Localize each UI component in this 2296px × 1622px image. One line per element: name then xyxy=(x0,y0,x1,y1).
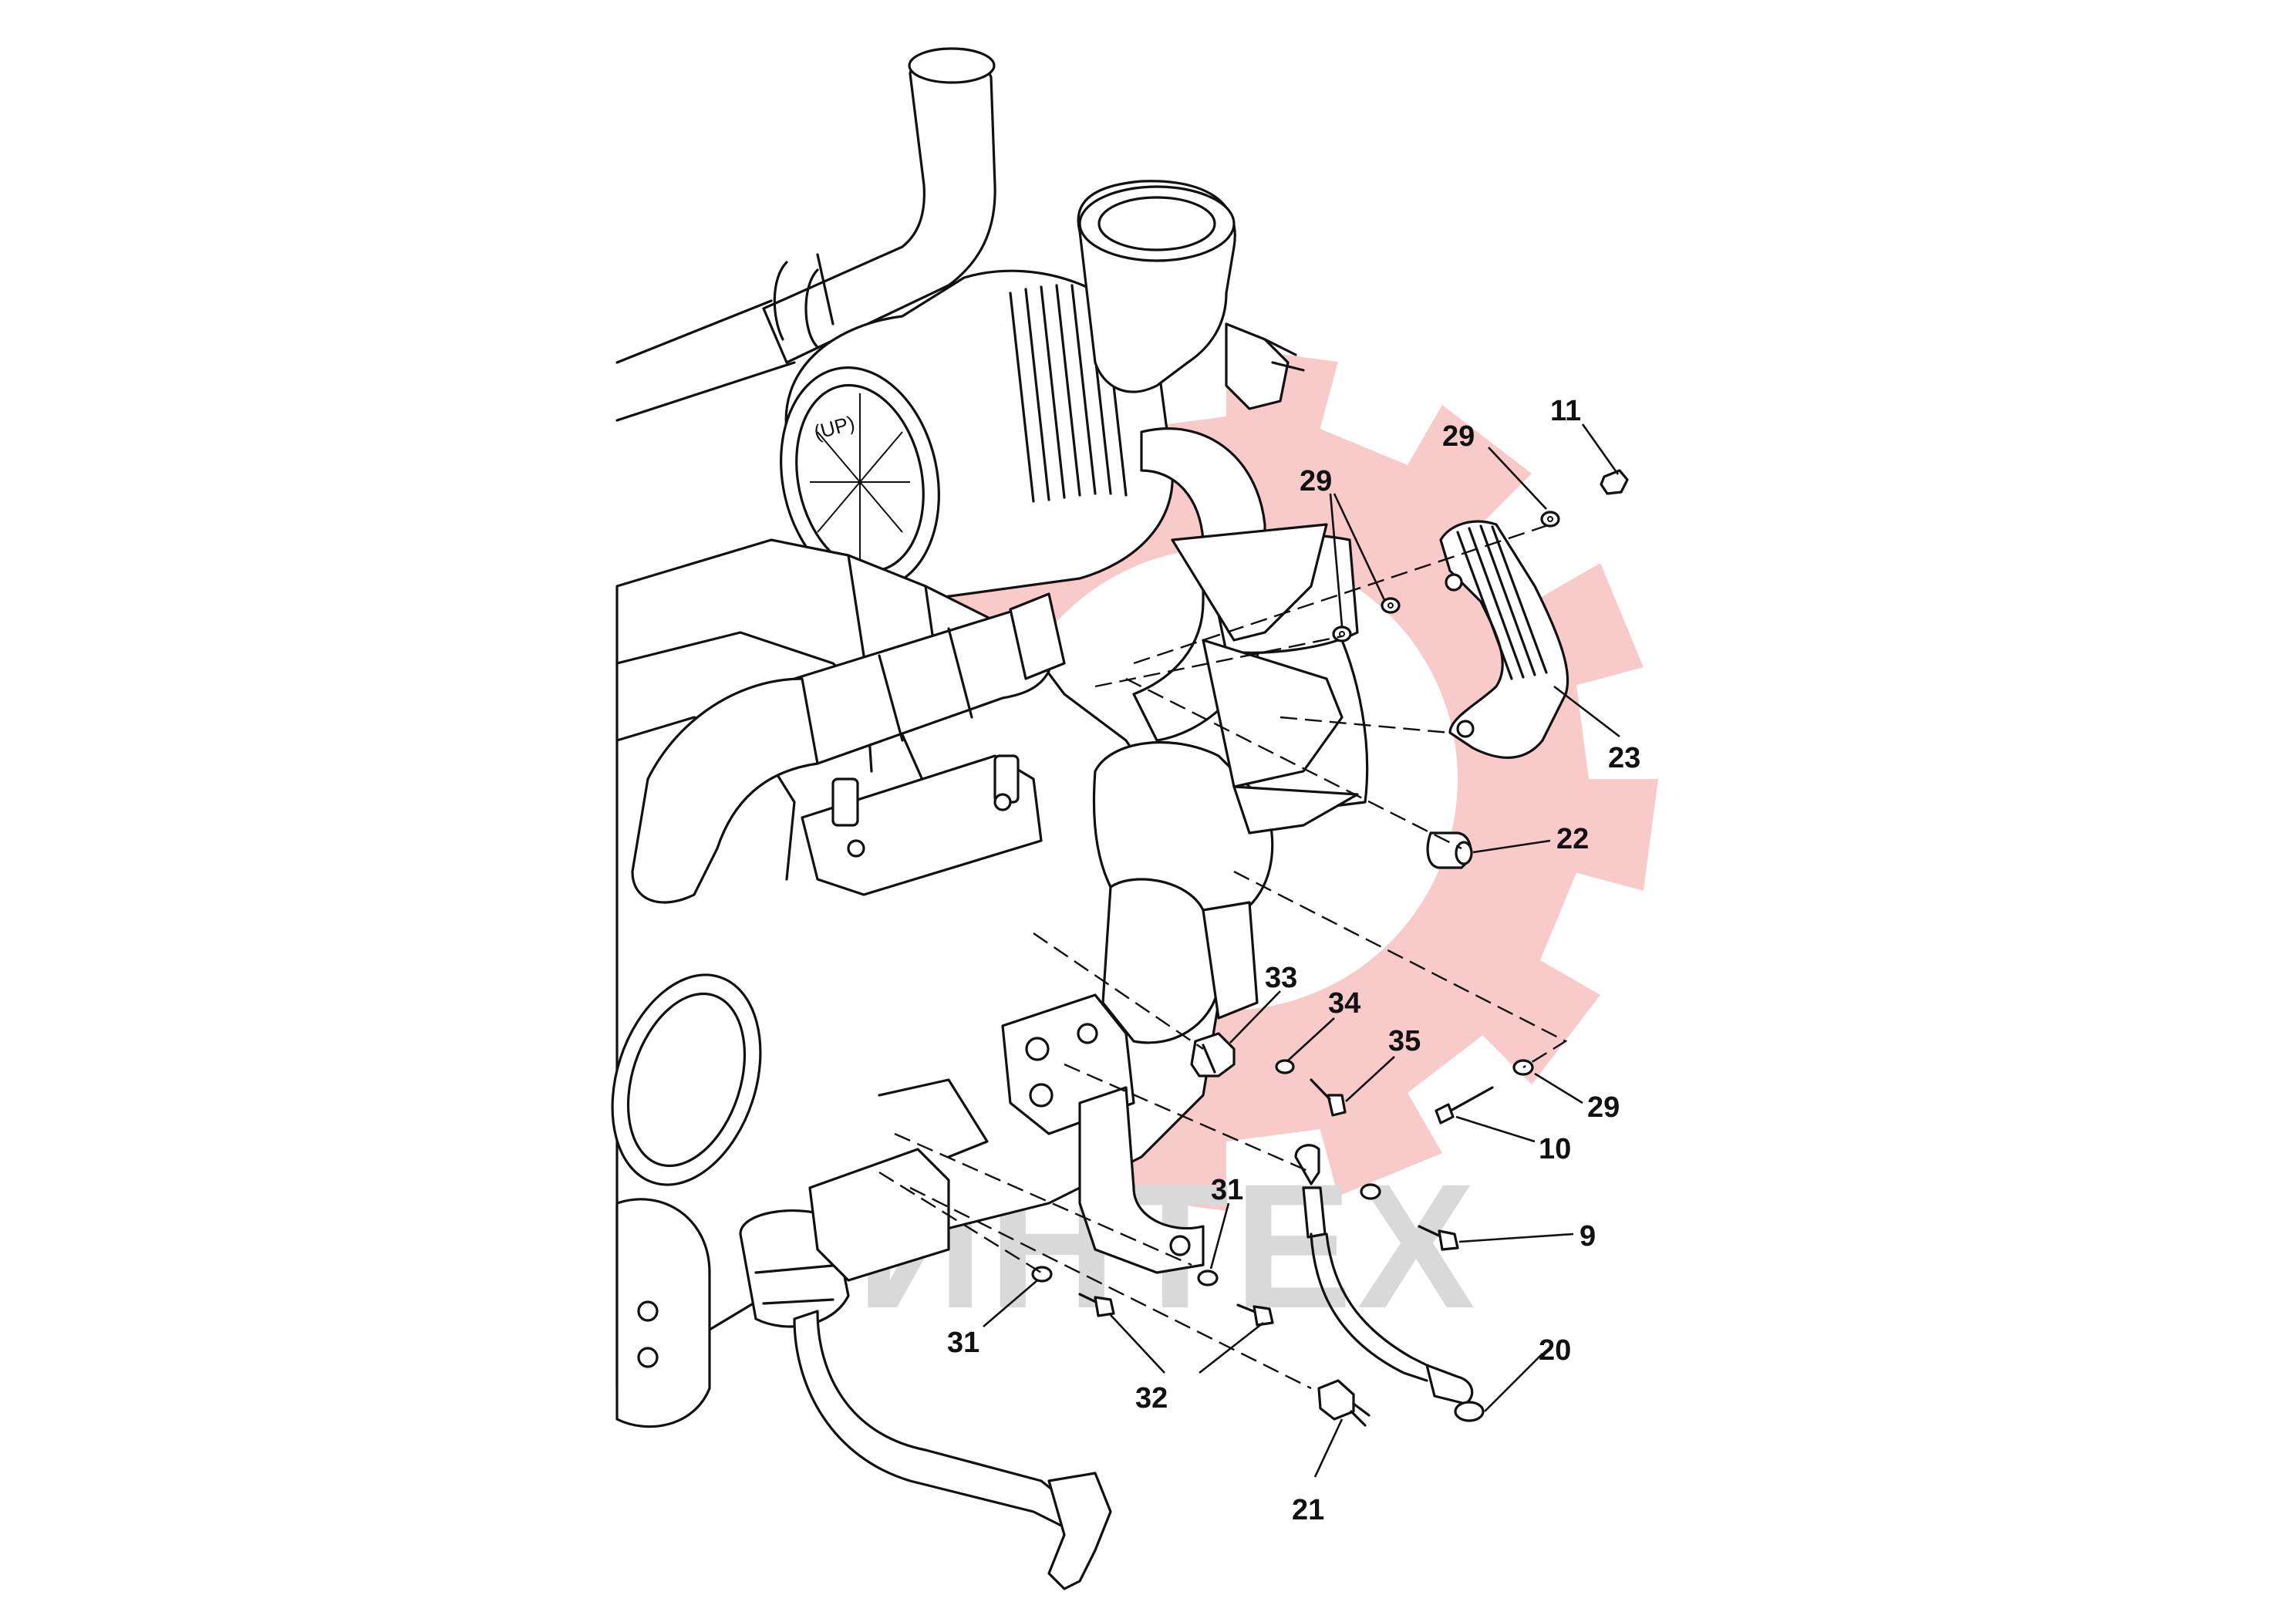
part-9-bolt xyxy=(1360,1183,1459,1251)
part-35-bolt xyxy=(1310,1078,1347,1117)
part-11-nut xyxy=(1600,469,1629,495)
part-21-sensor xyxy=(1317,1379,1371,1427)
lower-bracket xyxy=(808,1078,989,1282)
label-part-9: 9 xyxy=(1580,1220,1596,1253)
heat-shield-plate xyxy=(1171,523,1359,835)
label-part-20: 20 xyxy=(1539,1334,1571,1367)
engine-pulley xyxy=(611,973,762,1428)
mounting-bracket xyxy=(801,754,1043,896)
label-part-31-upper: 31 xyxy=(1211,1174,1243,1206)
part-34-washer xyxy=(1275,1059,1295,1074)
label-part-10: 10 xyxy=(1539,1133,1571,1165)
assembly-dash-lines xyxy=(878,523,1568,1390)
label-part-21: 21 xyxy=(1292,1494,1324,1526)
part-22-spacer xyxy=(1426,831,1473,869)
exhaust-pipe xyxy=(615,47,996,422)
label-part-23: 23 xyxy=(1608,742,1640,774)
intake-tube xyxy=(631,592,1066,904)
engine-assembly: (UP) xyxy=(611,47,1369,1590)
exploded-parts xyxy=(1031,469,1629,1427)
fuel-pump xyxy=(1001,741,1274,1274)
part-10-bolt xyxy=(1435,1086,1494,1125)
part-labels: 11 29 29 23 22 33 34 35 29 10 31 9 31 20… xyxy=(947,395,1640,1526)
label-part-33: 33 xyxy=(1265,962,1297,994)
label-part-32: 32 xyxy=(1135,1382,1168,1415)
part-32-bolts xyxy=(1078,1293,1274,1327)
part-23-bracket xyxy=(1439,520,1569,759)
label-part-35: 35 xyxy=(1388,1025,1421,1057)
leader-lines xyxy=(983,423,1620,1478)
label-part-34: 34 xyxy=(1328,987,1360,1020)
label-part-11: 11 xyxy=(1550,395,1581,427)
part-20-cable xyxy=(1294,1144,1485,1422)
label-part-31-lower: 31 xyxy=(947,1327,979,1359)
part-33-clamp xyxy=(1190,1032,1236,1077)
label-part-29-top: 29 xyxy=(1442,420,1475,453)
label-part-29-left: 29 xyxy=(1300,465,1332,497)
label-part-29-right: 29 xyxy=(1587,1091,1620,1124)
air-filter: (UP) xyxy=(780,269,1174,603)
intake-elbow xyxy=(1077,180,1305,410)
label-part-22: 22 xyxy=(1556,823,1589,855)
